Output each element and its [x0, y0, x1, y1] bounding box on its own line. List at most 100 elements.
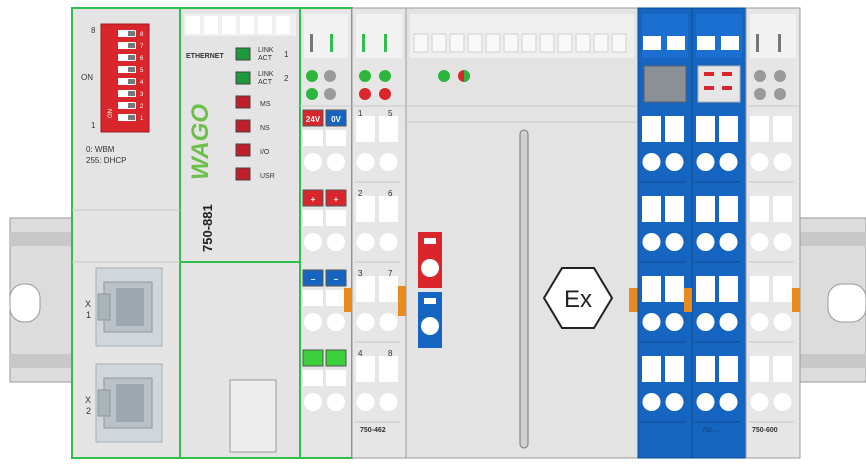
terminal-slot[interactable] [696, 356, 715, 382]
terminal-opening[interactable] [379, 233, 398, 251]
terminal-slot[interactable] [665, 356, 684, 382]
dip-lever[interactable] [118, 78, 136, 85]
dip-lever[interactable] [118, 90, 136, 97]
terminal-slot[interactable] [326, 130, 346, 146]
terminal-opening[interactable] [773, 393, 792, 411]
terminal-opening[interactable] [642, 313, 661, 331]
ethernet-port-x1[interactable] [95, 267, 163, 347]
terminal-slot[interactable] [356, 116, 375, 142]
end-release-tab[interactable] [792, 288, 800, 312]
terminal-slot[interactable] [696, 116, 715, 142]
terminal-opening[interactable] [642, 233, 661, 251]
terminal-slot[interactable] [642, 356, 661, 382]
terminal-opening[interactable] [696, 153, 715, 171]
terminal-opening[interactable] [642, 153, 661, 171]
terminal-slot[interactable] [379, 276, 398, 302]
terminal-opening[interactable] [304, 313, 322, 331]
memory-card-slot[interactable] [229, 379, 277, 453]
terminal-opening[interactable] [773, 153, 792, 171]
terminal-opening[interactable] [327, 393, 345, 411]
terminal-slot[interactable] [642, 116, 661, 142]
terminal-slot[interactable] [665, 276, 684, 302]
terminal-opening[interactable] [304, 153, 322, 171]
terminal-slot[interactable] [750, 116, 769, 142]
terminal-opening[interactable] [719, 313, 738, 331]
terminal-opening[interactable] [304, 393, 322, 411]
terminal-slot[interactable] [696, 196, 715, 222]
terminal-slot[interactable] [326, 370, 346, 386]
terminal-opening[interactable] [696, 313, 715, 331]
supply-release-tab[interactable] [344, 288, 352, 312]
terminal-opening[interactable] [304, 233, 322, 251]
terminal-slot[interactable] [665, 116, 684, 142]
dip-lever[interactable] [118, 42, 136, 49]
terminal-opening[interactable] [719, 233, 738, 251]
terminal-slot[interactable] [356, 276, 375, 302]
terminal-opening[interactable] [719, 153, 738, 171]
terminal-opening[interactable] [327, 153, 345, 171]
terminal-opening[interactable] [379, 313, 398, 331]
terminal-opening[interactable] [750, 153, 769, 171]
ex-release-tab[interactable] [629, 288, 638, 312]
terminal-opening[interactable] [327, 233, 345, 251]
terminal-slot[interactable] [303, 210, 323, 226]
terminal-opening[interactable] [356, 153, 375, 171]
terminal-slot[interactable] [379, 196, 398, 222]
terminal-slot[interactable] [642, 276, 661, 302]
terminal-opening[interactable] [327, 313, 345, 331]
coding-jumper[interactable] [418, 232, 442, 348]
terminal-slot[interactable] [773, 116, 792, 142]
terminal-slot[interactable] [379, 116, 398, 142]
terminal-slot[interactable] [665, 196, 684, 222]
terminal-slot[interactable] [303, 130, 323, 146]
terminal-opening[interactable] [696, 233, 715, 251]
terminal-opening[interactable] [719, 393, 738, 411]
dip-lever[interactable] [118, 30, 136, 37]
terminal-slot[interactable] [773, 276, 792, 302]
ethernet-port-x2[interactable] [95, 363, 163, 443]
blue1-release-tab[interactable] [684, 288, 692, 312]
terminal-slot[interactable] [719, 116, 738, 142]
terminal-slot[interactable] [750, 276, 769, 302]
terminal-opening[interactable] [773, 313, 792, 331]
terminal-opening[interactable] [356, 313, 375, 331]
terminal-slot[interactable] [642, 196, 661, 222]
terminal-opening[interactable] [665, 393, 684, 411]
terminal-slot[interactable] [303, 290, 323, 306]
terminal-slot[interactable] [719, 356, 738, 382]
terminal-opening[interactable] [379, 393, 398, 411]
terminal-slot[interactable] [750, 356, 769, 382]
terminal-opening[interactable] [665, 153, 684, 171]
terminal-opening[interactable] [665, 313, 684, 331]
terminal-opening[interactable] [750, 313, 769, 331]
terminal-opening[interactable] [696, 393, 715, 411]
terminal-slot[interactable] [326, 290, 346, 306]
terminal-slot[interactable] [303, 370, 323, 386]
terminal-slot[interactable] [773, 196, 792, 222]
rib [413, 33, 429, 53]
terminal-slot[interactable] [773, 356, 792, 382]
potential-marker [302, 269, 324, 287]
terminal-slot[interactable] [719, 196, 738, 222]
terminal-opening[interactable] [750, 233, 769, 251]
terminal-opening[interactable] [773, 233, 792, 251]
terminal-opening[interactable] [750, 393, 769, 411]
dip-lever[interactable] [118, 54, 136, 61]
dip-lever[interactable] [118, 66, 136, 73]
terminal-slot[interactable] [750, 196, 769, 222]
terminal-slot[interactable] [356, 356, 375, 382]
terminal-slot[interactable] [379, 356, 398, 382]
terminal-slot[interactable] [356, 196, 375, 222]
terminal-opening[interactable] [379, 153, 398, 171]
dip-lever[interactable] [118, 114, 136, 121]
terminal-opening[interactable] [356, 233, 375, 251]
terminal-slot[interactable] [326, 210, 346, 226]
terminal-slot[interactable] [696, 276, 715, 302]
dip-lever[interactable] [118, 102, 136, 109]
terminal-opening[interactable] [642, 393, 661, 411]
terminal-opening[interactable] [356, 393, 375, 411]
terminal-opening[interactable] [665, 233, 684, 251]
terminal-number: 2 [358, 189, 363, 198]
terminal-slot[interactable] [719, 276, 738, 302]
